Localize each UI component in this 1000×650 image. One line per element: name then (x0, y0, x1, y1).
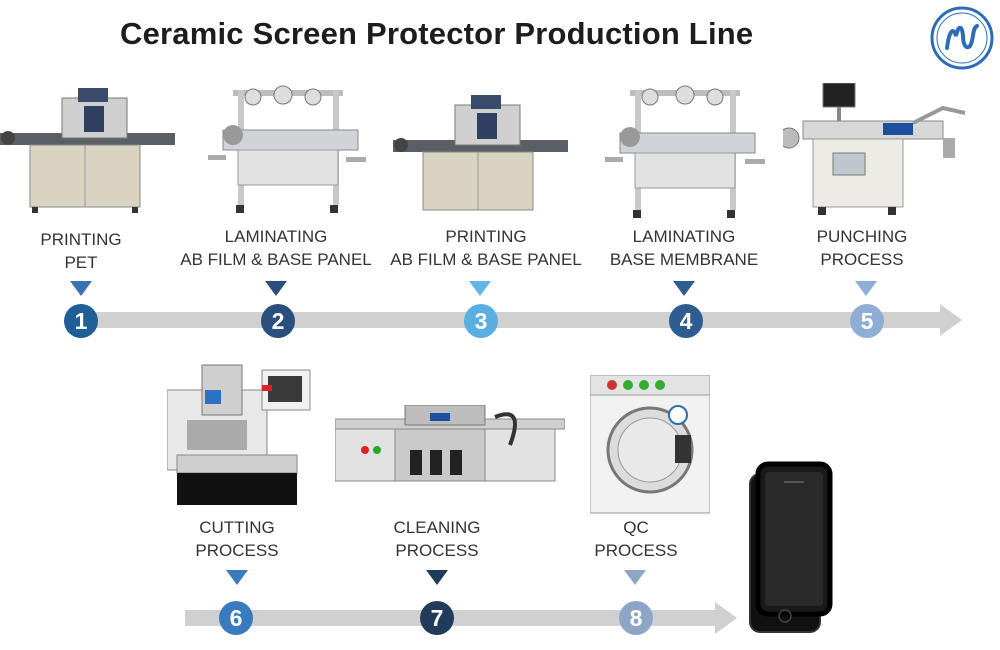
printing-machine-image (0, 88, 175, 213)
step-8-number: 8 (619, 601, 653, 635)
step-8-pointer (624, 570, 646, 585)
phone-with-screen-protector-image (749, 461, 833, 633)
laminating-machine-image (208, 85, 366, 213)
step-5-pointer (855, 281, 877, 296)
bottom-timeline-arrow (715, 602, 737, 634)
step-5-number: 5 (850, 304, 884, 338)
step-1-pointer (70, 281, 92, 296)
step-2-number: 2 (261, 304, 295, 338)
step-7-number: 7 (420, 601, 454, 635)
step-2-pointer (265, 281, 287, 296)
step-3-number: 3 (464, 304, 498, 338)
top-timeline-arrow (940, 304, 962, 336)
company-logo (930, 6, 994, 70)
cleaning-machine-image (335, 405, 565, 482)
step-4-pointer (673, 281, 695, 296)
laminating-machine-image-2 (605, 85, 765, 218)
punching-machine-image (783, 83, 966, 215)
page-title: Ceramic Screen Protector Production Line (120, 16, 754, 51)
step-3-pointer (469, 281, 491, 296)
step-7-pointer (426, 570, 448, 585)
qc-machine-image (590, 375, 710, 514)
printing-machine-image-2 (393, 95, 568, 211)
step-6-number: 6 (219, 601, 253, 635)
step-6-pointer (226, 570, 248, 585)
step-1-number: 1 (64, 304, 98, 338)
cutting-machine-image (167, 364, 311, 505)
top-timeline-track (82, 312, 940, 328)
step-4-number: 4 (669, 304, 703, 338)
